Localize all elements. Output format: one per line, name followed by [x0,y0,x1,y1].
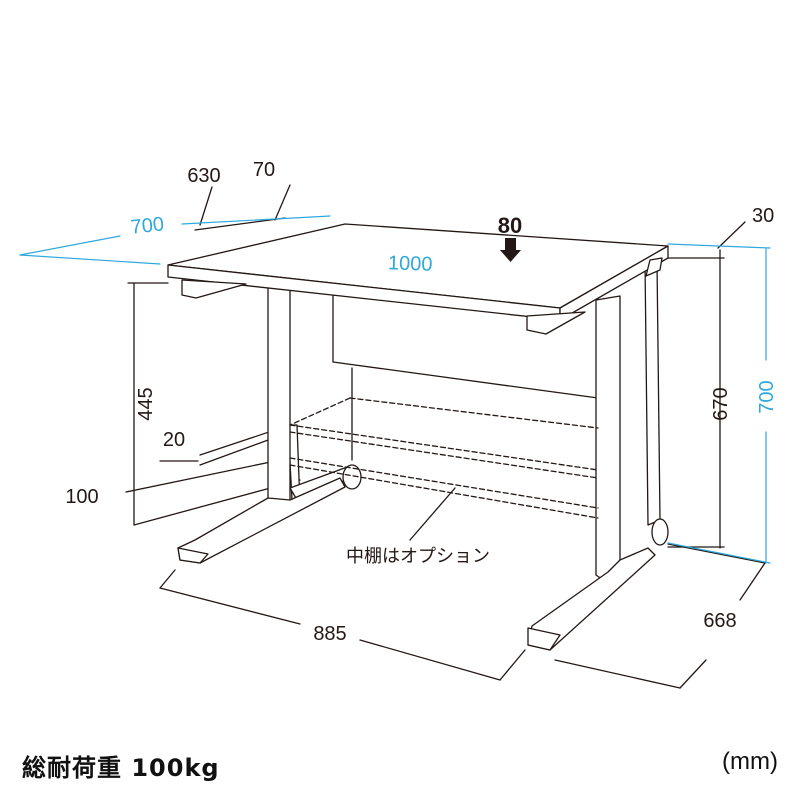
tabletop [167,223,669,335]
dim-overhang: 70 [253,159,275,181]
dim-point-load: 80 [498,213,522,238]
dim-top-thickness: 30 [752,205,774,227]
rear-right-leg [644,261,669,546]
dim-shelf-gap: 20 [163,429,185,451]
dim-depth-top: 700 [130,213,165,238]
unit-label: (mm) [722,748,778,775]
down-arrow-icon [500,238,521,262]
dim-height-total: 700 [756,380,778,413]
dim-foot-depth: 668 [703,610,736,632]
dim-width: 1000 [388,252,433,276]
dim-height-leg: 670 [710,387,732,420]
optional-shelf [289,397,599,519]
dim-foot-width: 885 [313,623,346,645]
shelf-option-note: 中棚はオプション [346,546,490,567]
dim-depth-leg: 630 [187,165,220,187]
load-capacity-label: 総耐荷重 100kg [22,754,220,782]
dim-floor-clearance: 100 [65,486,98,508]
front-right-leg [527,295,656,651]
front-left-leg [177,286,346,564]
desk [167,223,669,651]
dim-shelf-height: 445 [135,387,157,420]
